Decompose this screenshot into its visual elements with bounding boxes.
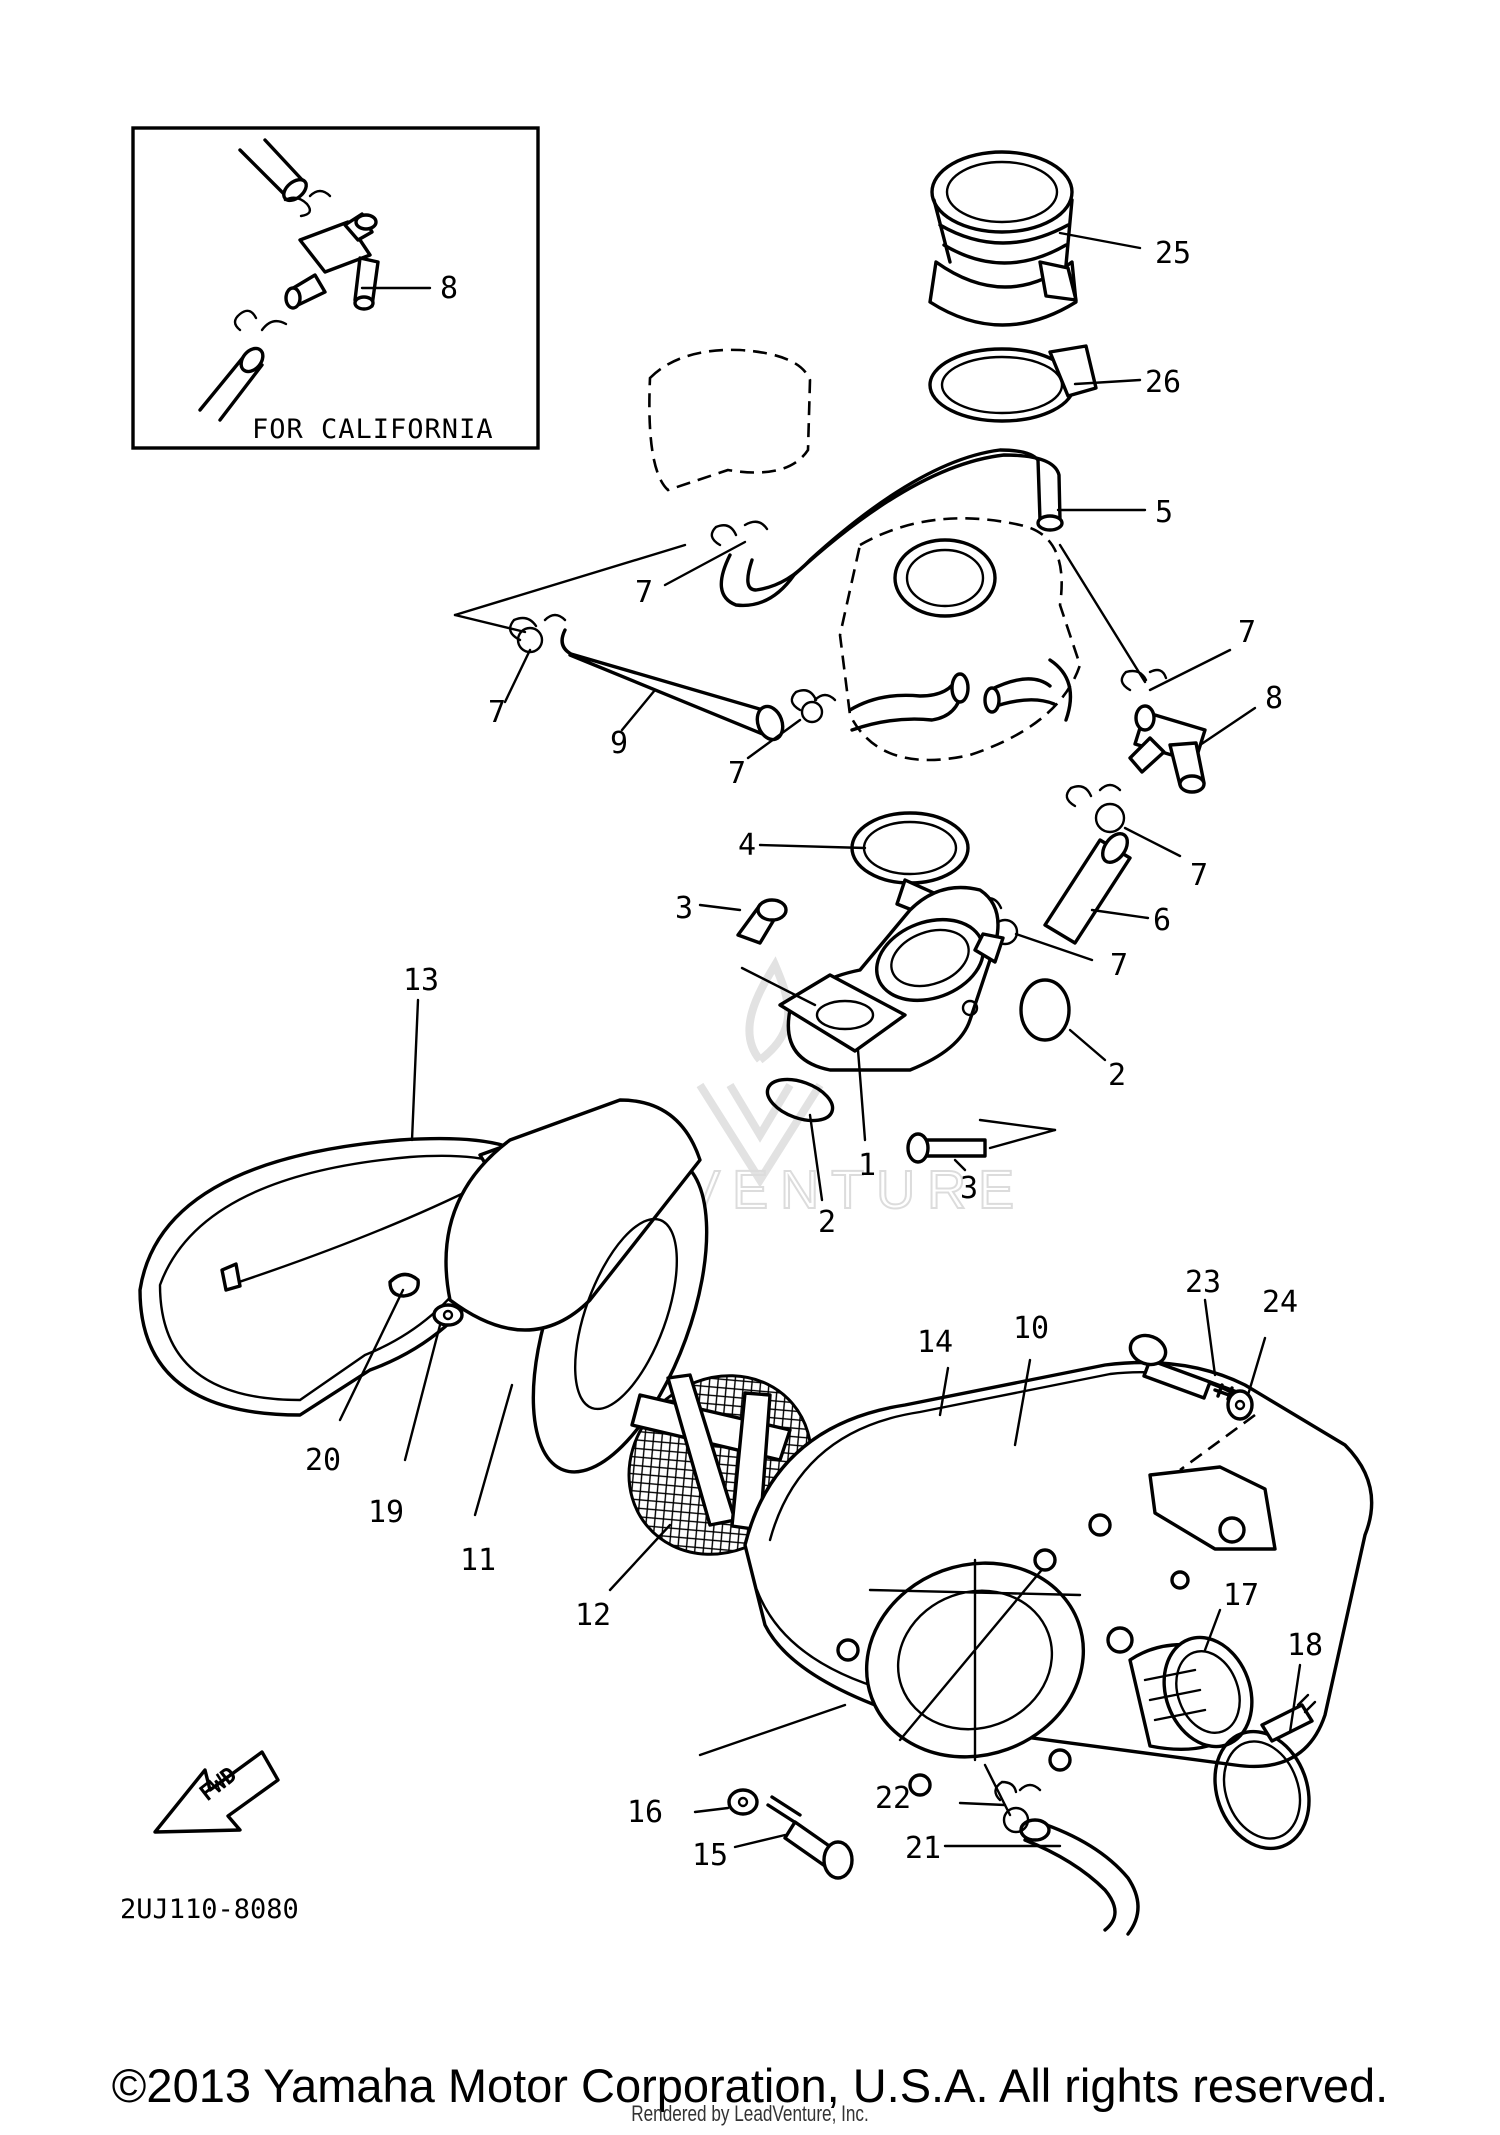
callout-7-upper: 7 bbox=[635, 575, 653, 610]
callout-15: 15 bbox=[692, 1838, 728, 1873]
part-18-band bbox=[1213, 1693, 1317, 1851]
callout-7-left: 7 bbox=[488, 695, 506, 730]
part-2-oring-right bbox=[1019, 978, 1071, 1042]
callout-11: 11 bbox=[460, 1543, 496, 1578]
clip-7-right bbox=[1120, 668, 1168, 692]
part-15-bolt bbox=[766, 1795, 854, 1880]
part-3-bolt-upper bbox=[736, 898, 788, 945]
callout-23: 23 bbox=[1185, 1265, 1221, 1300]
part-9-hose bbox=[560, 628, 785, 742]
callout-2-left: 2 bbox=[818, 1205, 836, 1240]
callout-13: 13 bbox=[403, 963, 439, 998]
clip-7-lower-right bbox=[1065, 783, 1126, 834]
drawing-code: 2UJ110-8080 bbox=[120, 1894, 299, 1925]
part-22-clip bbox=[994, 1780, 1042, 1834]
callout-4: 4 bbox=[738, 828, 756, 863]
california-inset: 8 FOR CALIFORNIA bbox=[131, 126, 540, 450]
callout-21: 21 bbox=[905, 1831, 941, 1866]
callouts: 25 26 5 7 7 7 7 7 7 8 9 4 3 6 2 1 3 2 13… bbox=[305, 236, 1323, 1873]
part-3-bolt-lower bbox=[906, 1132, 987, 1164]
part-11-filter bbox=[444, 1098, 709, 1474]
callout-20: 20 bbox=[305, 1443, 341, 1478]
part-5-vent-hose bbox=[719, 448, 1064, 608]
part-10-mount-bracket bbox=[1148, 1465, 1277, 1590]
inset-hose-lower bbox=[198, 309, 288, 422]
rendered-by: Rendered by LeadVenture, Inc. bbox=[631, 2101, 869, 2126]
part-8-t-joint bbox=[1128, 704, 1207, 794]
callout-9: 9 bbox=[610, 726, 628, 761]
inset-label: FOR CALIFORNIA bbox=[252, 414, 494, 445]
clip-7-left bbox=[508, 613, 567, 654]
part-25-intake-joint bbox=[928, 150, 1078, 327]
callout-25: 25 bbox=[1155, 236, 1191, 271]
clip-7-mid bbox=[790, 689, 837, 724]
clip-7-upper bbox=[710, 520, 769, 547]
callout-7-lower-right: 7 bbox=[1190, 858, 1208, 893]
connection-lines bbox=[453, 543, 1147, 684]
inset-hose-upper bbox=[238, 138, 332, 218]
leader-lines bbox=[338, 231, 1302, 1849]
callout-7-joint: 7 bbox=[1110, 948, 1128, 983]
callout-24: 24 bbox=[1262, 1285, 1298, 1320]
part-19-washer bbox=[432, 1303, 464, 1327]
callout-14: 14 bbox=[917, 1325, 953, 1360]
callout-3-upper: 3 bbox=[675, 891, 693, 926]
callout-1: 1 bbox=[858, 1148, 876, 1183]
callout-7-right: 7 bbox=[1238, 615, 1256, 650]
callout-3-lower: 3 bbox=[960, 1171, 978, 1206]
part-21-drain-hose bbox=[1019, 1818, 1140, 1936]
callout-2-right: 2 bbox=[1108, 1058, 1126, 1093]
fwd-arrow-icon: FWD bbox=[153, 1750, 280, 1834]
callout-26: 26 bbox=[1145, 365, 1181, 400]
callout-10: 10 bbox=[1013, 1311, 1049, 1346]
callout-17: 17 bbox=[1223, 1578, 1259, 1613]
callout-7-mid: 7 bbox=[728, 756, 746, 791]
inset-cross-joint bbox=[284, 212, 380, 311]
part-24-washer bbox=[1226, 1389, 1254, 1421]
callout-6: 6 bbox=[1153, 903, 1171, 938]
callout-5: 5 bbox=[1155, 495, 1173, 530]
inset-callout-8: 8 bbox=[440, 271, 458, 306]
carburetor-phantom bbox=[648, 348, 1082, 762]
part-2-oring-left bbox=[765, 1077, 835, 1123]
callout-16: 16 bbox=[627, 1795, 663, 1830]
part-6-hose bbox=[1043, 831, 1132, 945]
callout-12: 12 bbox=[575, 1598, 611, 1633]
part-12-mesh bbox=[627, 1373, 813, 1556]
callout-22: 22 bbox=[875, 1781, 911, 1816]
part-16-washer bbox=[727, 1788, 759, 1816]
callout-19: 19 bbox=[368, 1495, 404, 1530]
callout-8: 8 bbox=[1265, 681, 1283, 716]
copyright-notice: ©2013 Yamaha Motor Corporation, U.S.A. A… bbox=[111, 2059, 1389, 2112]
part-1-manifold bbox=[778, 885, 1005, 1072]
carb-breather-hoses bbox=[848, 658, 1073, 732]
part-26-band bbox=[928, 344, 1098, 423]
part-23-bolt bbox=[1128, 1333, 1247, 1401]
callout-18: 18 bbox=[1287, 1628, 1323, 1663]
